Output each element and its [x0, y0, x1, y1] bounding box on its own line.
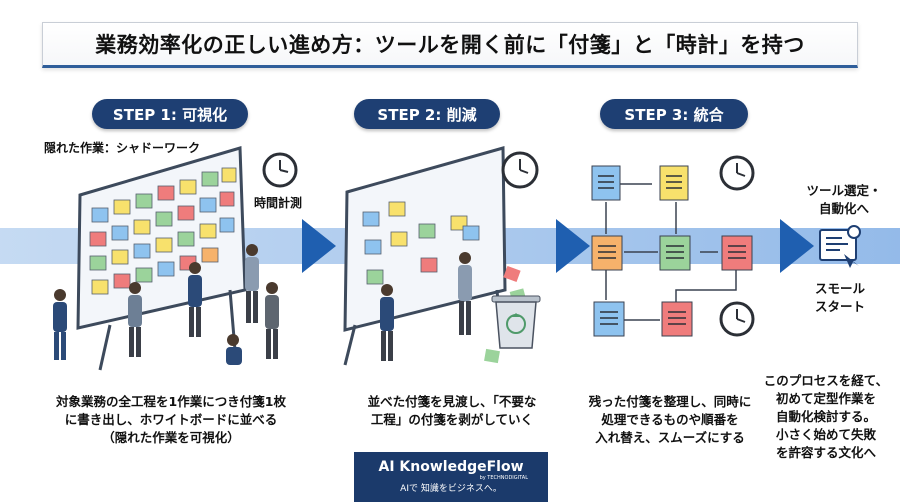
brand-logo: AI KnowledgeFlow by TECHNODIGITAL AIで 知識…: [354, 452, 548, 502]
clock-icon: [719, 301, 755, 337]
trash-can-icon: [491, 295, 541, 349]
clock-icon: [719, 155, 755, 191]
step-3-flowchart: [591, 165, 753, 337]
page-title: 業務効率化の正しい進め方：ツールを開く前に「付箋」と「時計」を持つ: [95, 33, 805, 57]
tool-selection-label: ツール選定・ 自動化へ: [806, 183, 882, 216]
clock-icon: [262, 152, 298, 188]
brand-byline: by TECHNODIGITAL: [479, 475, 528, 481]
step-1-badge: STEP 1: 可視化: [92, 99, 248, 129]
shadow-work-callout: 隠れた作業：シャドーワーク: [44, 141, 201, 155]
step-2-badge: STEP 2: 削減: [354, 99, 500, 129]
clock-icon: [501, 151, 539, 189]
flow-arrow-3: [780, 219, 814, 273]
final-description: このプロセスを経て、 初めて定型作業を 自動化検討する。 小さく始めて失敗 を許…: [763, 373, 889, 460]
brand-name: AI KnowledgeFlow: [378, 459, 524, 475]
automation-screen-icon: [819, 225, 861, 268]
flow-arrow-2: [556, 219, 590, 273]
document-icon: [591, 165, 753, 337]
step-3-description: 残った付箋を整理し、同時に 処理できるものや順番を 入れ替え、スムーズにする: [588, 394, 752, 445]
small-start-label: スモール スタート: [814, 281, 865, 314]
time-measurement-label: 時間計測: [254, 196, 303, 210]
step-1-description: 対象業務の全工程を1作業につき付箋1枚 に書き出し、ホワイトボードに並べる （隠…: [56, 394, 286, 445]
recycle-icon: [506, 313, 526, 334]
hand-cursor-icon: [844, 254, 859, 268]
step-1-whiteboard-illustration: [53, 146, 279, 371]
brand-tagline: AIで 知識をビジネスへ。: [400, 484, 502, 494]
gear-icon: [847, 225, 861, 239]
step-3-badge: STEP 3: 統合: [600, 99, 748, 129]
flow-arrow-1: [302, 219, 336, 273]
title-banner: 業務効率化の正しい進め方：ツールを開く前に「付箋」と「時計」を持つ: [42, 22, 858, 68]
step-2-description: 並べた付箋を見渡し、「不要な 工程」の付箋を剥がしていく: [367, 394, 537, 427]
